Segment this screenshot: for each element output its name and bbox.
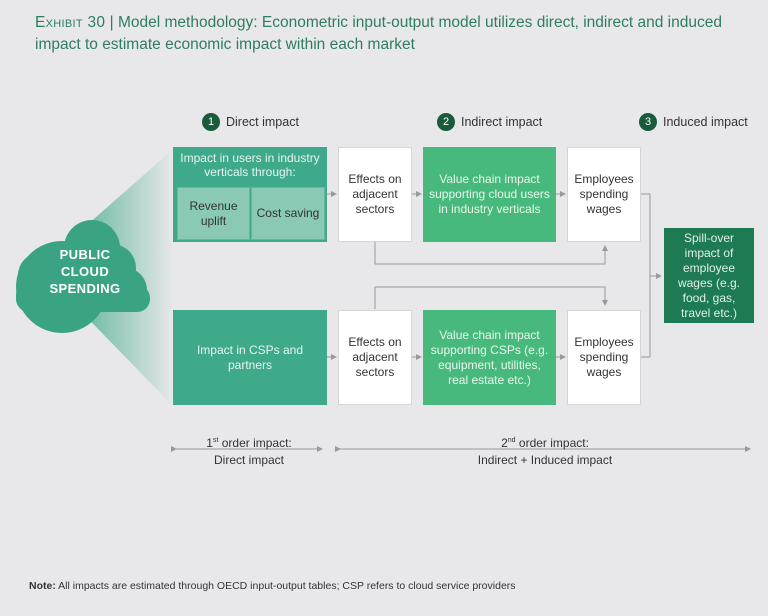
- ordinal: 1: [206, 436, 213, 450]
- ordinal-suffix: st: [212, 437, 219, 444]
- stage-heading-direct: 1 Direct impact: [202, 112, 299, 132]
- box-csps-partners: Impact in CSPs and partners: [173, 310, 327, 405]
- connector-top-loop: [374, 242, 608, 265]
- box-employees-bottom: Employees spending wages: [567, 310, 641, 405]
- stage-heading-indirect: 2 Indirect impact: [437, 112, 542, 132]
- stage-number-badge: 1: [202, 113, 220, 131]
- second-order-label: 2nd order impact: Indirect + Induced imp…: [340, 432, 750, 469]
- stage-label: Indirect impact: [461, 115, 543, 129]
- cloud-icon: [16, 220, 150, 333]
- sub-box-cost-saving: Cost saving: [251, 187, 325, 240]
- stage-number-badge: 2: [437, 113, 455, 131]
- stage-label: Induced impact: [663, 115, 748, 129]
- connector-bottom-loop: [374, 286, 608, 309]
- order-line1: order impact:: [218, 436, 292, 450]
- order-line1: order impact:: [515, 436, 589, 450]
- box-employees-top: Employees spending wages: [567, 147, 641, 242]
- box-value-chain-users: Value chain impact supporting cloud user…: [423, 147, 556, 242]
- cloud-label: PUBLIC CLOUD SPENDING: [32, 246, 138, 297]
- box-value-chain-csps: Value chain impact supporting CSPs (e.g.…: [423, 310, 556, 405]
- order-line2: Direct impact: [213, 453, 284, 467]
- title-text: Model methodology: Econometric input-out…: [35, 14, 722, 53]
- exhibit-title: Exhibit 30 | Model methodology: Economet…: [35, 12, 735, 56]
- order-line2: Indirect + Induced impact: [477, 453, 613, 467]
- stage-number-badge: 3: [639, 113, 657, 131]
- box-adjacent-bottom: Effects on adjacent sectors: [338, 310, 412, 405]
- ordinal: 2: [501, 436, 508, 450]
- stage-heading-induced: 3 Induced impact: [639, 112, 748, 132]
- cloud-label-line: SPENDING: [49, 281, 121, 296]
- cloud-label-line: CLOUD: [60, 264, 110, 279]
- note-text: All impacts are estimated through OECD i…: [55, 580, 516, 592]
- box-adjacent-top: Effects on adjacent sectors: [338, 147, 412, 242]
- note-label: Note:: [29, 580, 56, 592]
- box-text: Impact in users in industry verticals th…: [180, 151, 320, 179]
- first-order-label: 1st order impact: Direct impact: [176, 432, 322, 469]
- footnote: Note: All impacts are estimated through …: [29, 580, 516, 592]
- exhibit-number: Exhibit 30: [35, 14, 106, 31]
- stage-label: Direct impact: [226, 115, 299, 129]
- title-separator: |: [109, 14, 114, 31]
- cloud-label-line: PUBLIC: [59, 247, 111, 262]
- sub-box-revenue-uplift: Revenue uplift: [177, 187, 250, 240]
- ordinal-suffix: nd: [507, 437, 516, 444]
- box-spillover: Spill-over impact of employee wages (e.g…: [664, 228, 754, 323]
